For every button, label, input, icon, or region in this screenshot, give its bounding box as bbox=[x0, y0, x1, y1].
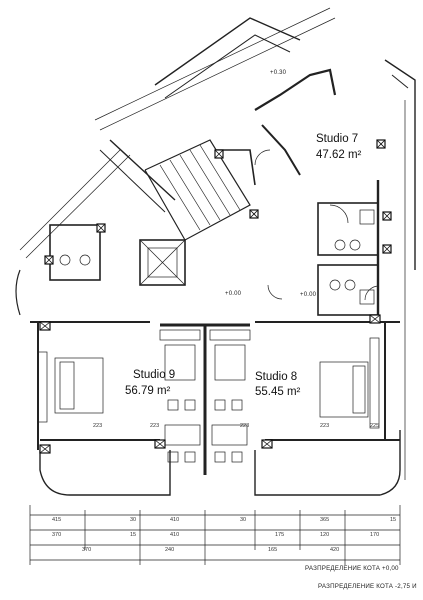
level-mark: +0.00 bbox=[225, 291, 242, 297]
dimension-label: 240 bbox=[165, 547, 175, 553]
dimension-label: 223 bbox=[320, 423, 330, 429]
plan-legend-level-0: РАЗПРЕДЕЛЕНИЕ КОТА +0,00 bbox=[305, 565, 399, 572]
room-name-studio-7: Studio 7 bbox=[316, 133, 359, 145]
dimension-label: 30 bbox=[240, 517, 247, 523]
level-mark: +0.30 bbox=[270, 70, 287, 76]
dimension-label: 410 bbox=[170, 517, 180, 523]
dimension-label: 410 bbox=[170, 532, 180, 538]
dimension-label: 223 bbox=[93, 423, 103, 429]
plan-legend-level-minus-275: РАЗПРЕДЕЛЕНИЕ КОТА -2,75 И bbox=[318, 583, 417, 590]
room-area-studio-9: 56.79 m² bbox=[125, 385, 171, 397]
dimension-label: 170 bbox=[370, 532, 380, 538]
dimension-label: 15 bbox=[390, 517, 397, 523]
dimension-label: 223 bbox=[240, 423, 250, 429]
room-name-studio-9: Studio 9 bbox=[133, 369, 176, 381]
dimension-label: 175 bbox=[275, 532, 285, 538]
dimension-label: 370 bbox=[52, 532, 62, 538]
room-area-studio-8: 55.45 m² bbox=[255, 386, 301, 398]
dimension-label: 30 bbox=[130, 517, 137, 523]
dimension-label: 223 bbox=[150, 423, 160, 429]
level-mark: +0.00 bbox=[300, 292, 317, 298]
dimension-label: 420 bbox=[330, 547, 340, 553]
dimension-label: 165 bbox=[268, 547, 278, 553]
dimension-label: 225 bbox=[370, 423, 380, 429]
dimension-label: 370 bbox=[82, 547, 92, 553]
dimension-label: 120 bbox=[320, 532, 330, 538]
dimension-label: 15 bbox=[130, 532, 137, 538]
dimension-label: 365 bbox=[320, 517, 330, 523]
dimension-label: 415 bbox=[52, 517, 62, 523]
room-name-studio-8: Studio 8 bbox=[255, 371, 298, 383]
room-area-studio-7: 47.62 m² bbox=[316, 149, 362, 161]
